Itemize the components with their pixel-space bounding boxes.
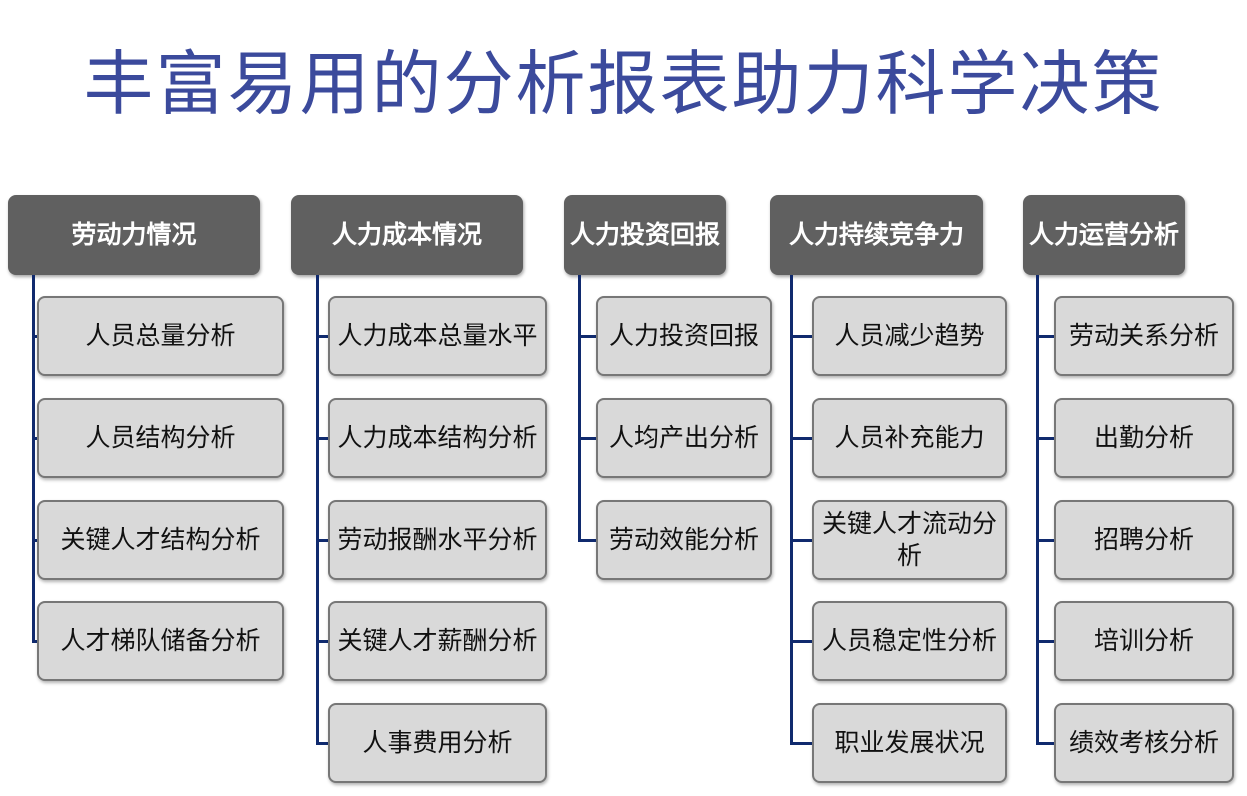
category-header: 劳动力情况 xyxy=(8,195,260,275)
analysis-item: 培训分析 xyxy=(1054,601,1234,681)
category-header: 人力成本情况 xyxy=(291,195,523,275)
connector-branch xyxy=(1036,640,1054,643)
category-header: 人力运营分析 xyxy=(1023,195,1185,275)
connector-branch xyxy=(790,640,812,643)
connector-branch xyxy=(32,640,37,643)
connector-branch xyxy=(578,335,596,338)
connector-branch xyxy=(1036,335,1054,338)
analysis-item: 人员减少趋势 xyxy=(812,296,1007,376)
analysis-item: 人员稳定性分析 xyxy=(812,601,1007,681)
connector-line xyxy=(1036,275,1039,745)
category-header: 人力持续竞争力 xyxy=(770,195,983,275)
connector-branch xyxy=(32,335,37,338)
connector-branch xyxy=(790,539,812,542)
connector-branch xyxy=(316,335,328,338)
analysis-item: 人才梯队储备分析 xyxy=(37,601,284,681)
connector-branch xyxy=(1036,437,1054,440)
connector-branch xyxy=(316,437,328,440)
page-title: 丰富易用的分析报表助力科学决策 xyxy=(83,43,1164,125)
connector-branch xyxy=(578,437,596,440)
analysis-item: 劳动报酬水平分析 xyxy=(328,500,547,580)
connector-branch xyxy=(790,335,812,338)
connector-branch xyxy=(32,437,37,440)
analysis-item: 人力成本结构分析 xyxy=(328,398,547,478)
connector-branch xyxy=(790,742,812,745)
analysis-item: 人员总量分析 xyxy=(37,296,284,376)
analysis-item: 关键人才薪酬分析 xyxy=(328,601,547,681)
connector-line xyxy=(32,275,35,643)
connector-branch xyxy=(32,539,37,542)
connector-line xyxy=(790,275,793,745)
analysis-item: 人力成本总量水平 xyxy=(328,296,547,376)
analysis-item: 关键人才结构分析 xyxy=(37,500,284,580)
analysis-item: 劳动效能分析 xyxy=(596,500,772,580)
analysis-item: 招聘分析 xyxy=(1054,500,1234,580)
connector-branch xyxy=(316,742,328,745)
analysis-item: 人员补充能力 xyxy=(812,398,1007,478)
connector-branch xyxy=(790,437,812,440)
analysis-item: 劳动关系分析 xyxy=(1054,296,1234,376)
analysis-item: 人均产出分析 xyxy=(596,398,772,478)
analysis-item: 绩效考核分析 xyxy=(1054,703,1234,783)
analysis-item: 关键人才流动分析 xyxy=(812,500,1007,580)
connector-line xyxy=(316,275,319,745)
analysis-item: 人力投资回报 xyxy=(596,296,772,376)
analysis-item: 人员结构分析 xyxy=(37,398,284,478)
connector-branch xyxy=(1036,539,1054,542)
category-header: 人力投资回报 xyxy=(564,195,726,275)
analysis-item: 人事费用分析 xyxy=(328,703,547,783)
connector-line xyxy=(578,275,581,542)
connector-branch xyxy=(316,640,328,643)
connector-branch xyxy=(1036,742,1054,745)
connector-branch xyxy=(578,539,596,542)
analysis-item: 出勤分析 xyxy=(1054,398,1234,478)
connector-branch xyxy=(316,539,328,542)
analysis-item: 职业发展状况 xyxy=(812,703,1007,783)
